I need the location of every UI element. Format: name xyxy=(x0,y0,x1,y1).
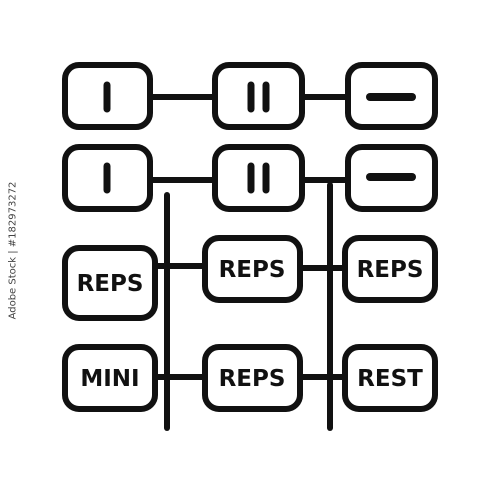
schedule-cell xyxy=(202,235,303,303)
schedule-cell xyxy=(62,245,158,321)
schedule-cell xyxy=(212,62,305,130)
schedule-cell xyxy=(342,344,438,412)
cell-label: REPS xyxy=(219,366,286,392)
cell-label: REPS xyxy=(357,257,424,283)
cell-label: REST xyxy=(357,366,423,392)
cell-label: REPS xyxy=(219,257,286,283)
cell-label: REPS xyxy=(77,271,144,297)
schedule-cell xyxy=(342,235,438,303)
cell-label: MINI xyxy=(80,366,139,392)
schedule-cell xyxy=(62,344,158,412)
schedule-cell xyxy=(202,344,303,412)
stock-id-text: Adobe Stock | #182973272 xyxy=(7,181,19,319)
stock-id-watermark: Adobe Stock | #182973272 xyxy=(4,0,22,500)
schedule-cell xyxy=(212,144,305,212)
